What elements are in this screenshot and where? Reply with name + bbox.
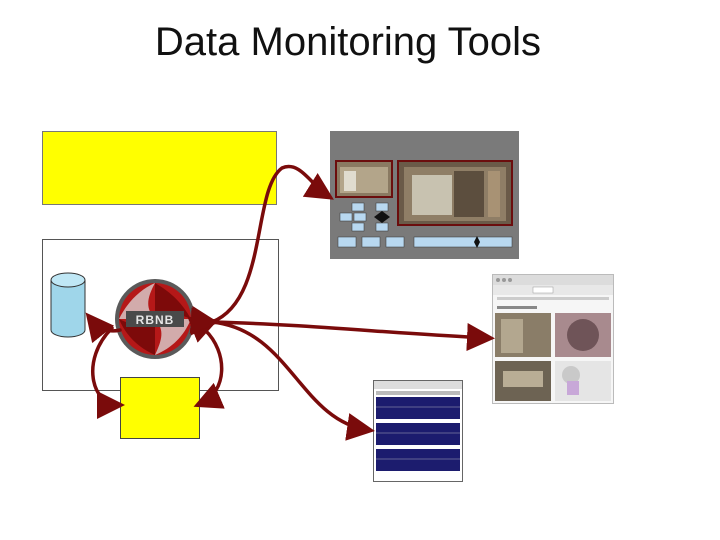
slide-title: Data Monitoring Tools	[154, 20, 542, 64]
rbnb-label: RBNB	[136, 313, 175, 327]
data-grid-thumbnail	[373, 380, 463, 482]
database-cylinder-icon	[50, 272, 86, 338]
arrow-to-grid	[189, 305, 375, 441]
rbnb-logo: RBNB	[115, 279, 195, 359]
web-browser-thumbnail	[492, 274, 614, 404]
arrow-rbnb-to-db	[85, 312, 122, 344]
arrow-rbnb-to-client	[91, 326, 125, 419]
arrow-rbnb-loop	[193, 328, 225, 409]
arrow-to-yellow-display	[212, 164, 328, 322]
video-console-thumbnail	[330, 131, 519, 259]
